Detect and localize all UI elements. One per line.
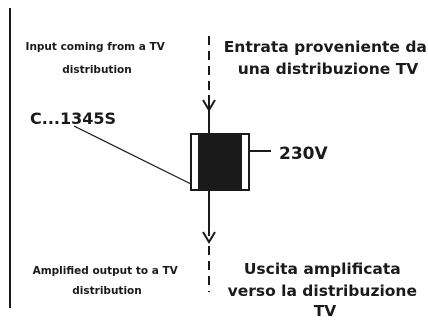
input-label-en-line-1: Input coming from a TV: [26, 41, 166, 53]
input-arrow-icon: [202, 99, 216, 112]
amplifier-device: [190, 133, 250, 191]
input-label-it-line-1: Entrata proveniente da: [224, 38, 427, 56]
output-label-it: Uscita amplificata verso la distribuzion…: [228, 260, 423, 320]
output-label-it-line-2: verso la distribuzione: [228, 282, 417, 300]
device-code-leader-line: [73, 125, 192, 185]
input-label-en: Input coming from a TV distribution: [26, 41, 169, 76]
device-code-label: C...1345S: [30, 109, 116, 128]
voltage-label: 230V: [279, 144, 328, 164]
input-label-en-line-2: distribution: [62, 64, 131, 76]
output-label-it-line-1: Uscita amplificata: [244, 260, 401, 278]
output-label-it-line-3: TV: [314, 302, 337, 320]
output-label-en-line-2: distribution: [72, 285, 141, 297]
input-label-it: Entrata proveniente da una distribuzione…: [224, 38, 428, 78]
output-label-en-line-1: Amplified output to a TV: [33, 265, 179, 277]
input-label-it-line-2: una distribuzione TV: [238, 60, 419, 78]
output-label-en: Amplified output to a TV distribution: [33, 265, 182, 297]
output-arrow-icon: [202, 231, 216, 244]
